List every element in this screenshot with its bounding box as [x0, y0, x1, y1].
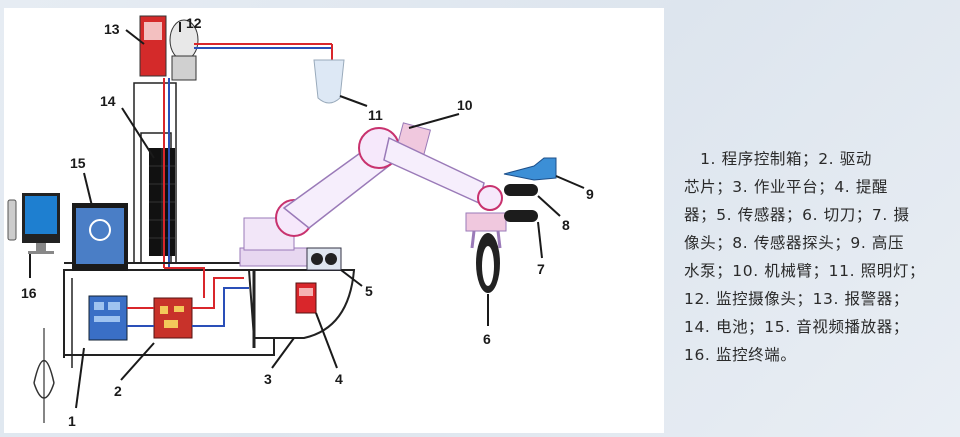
machine-diagram: 1 2 3 4 5 6 7 8 9 10 11 12 13 14 15 16 [4, 8, 664, 433]
arm-camera [504, 210, 538, 222]
gripper-head [465, 212, 507, 232]
callout-3: 3 [264, 371, 272, 387]
alarm-light [144, 22, 162, 40]
callout-1: 1 [68, 413, 76, 429]
reminder-device [295, 282, 317, 314]
high-pressure-pump [503, 157, 557, 181]
callout-2: 2 [114, 383, 122, 399]
callout-16: 16 [21, 285, 37, 301]
callout-10: 10 [457, 97, 473, 113]
legend-line: 水泵；10. 机械臂；11. 照明灯； [684, 262, 926, 280]
legend-line: 14. 电池；15. 音视频播放器； [684, 318, 909, 336]
camera-base [171, 55, 197, 81]
callout-13: 13 [104, 21, 120, 37]
legend-line: 芯片；3. 作业平台；4. 提醒 [684, 178, 889, 196]
diagram-drawing: 1 2 3 4 5 6 7 8 9 10 11 12 13 14 15 16 [7, 15, 594, 429]
callout-9: 9 [586, 186, 594, 202]
callout-6: 6 [483, 331, 491, 347]
callout-12: 12 [186, 15, 202, 31]
mechanical-arm-upper [383, 136, 485, 205]
legend-line: 1. 程序控制箱；2. 驱动 [684, 150, 872, 168]
legend-line: 器；5. 传感器；6. 切刀；7. 摄 [684, 206, 910, 224]
legend-line: 16. 监控终端。 [684, 346, 797, 364]
light-lamp [313, 59, 345, 104]
callout-14: 14 [100, 93, 116, 109]
arm-joint-wrist [477, 185, 503, 211]
sensor-probe [504, 184, 538, 196]
legend-line: 12. 监控摄像头；13. 报警器； [684, 290, 909, 308]
callout-4: 4 [335, 371, 343, 387]
callout-15: 15 [70, 155, 86, 171]
callout-11: 11 [368, 107, 383, 123]
callout-7: 7 [537, 261, 545, 277]
callout-8: 8 [562, 217, 570, 233]
callout-5: 5 [365, 283, 373, 299]
component-legend: 1. 程序控制箱；2. 驱动 芯片；3. 作业平台；4. 提醒 器；5. 传感器… [684, 145, 946, 369]
driver-chip [153, 297, 193, 339]
legend-line: 像头；8. 传感器探头；9. 高压 [684, 234, 905, 252]
